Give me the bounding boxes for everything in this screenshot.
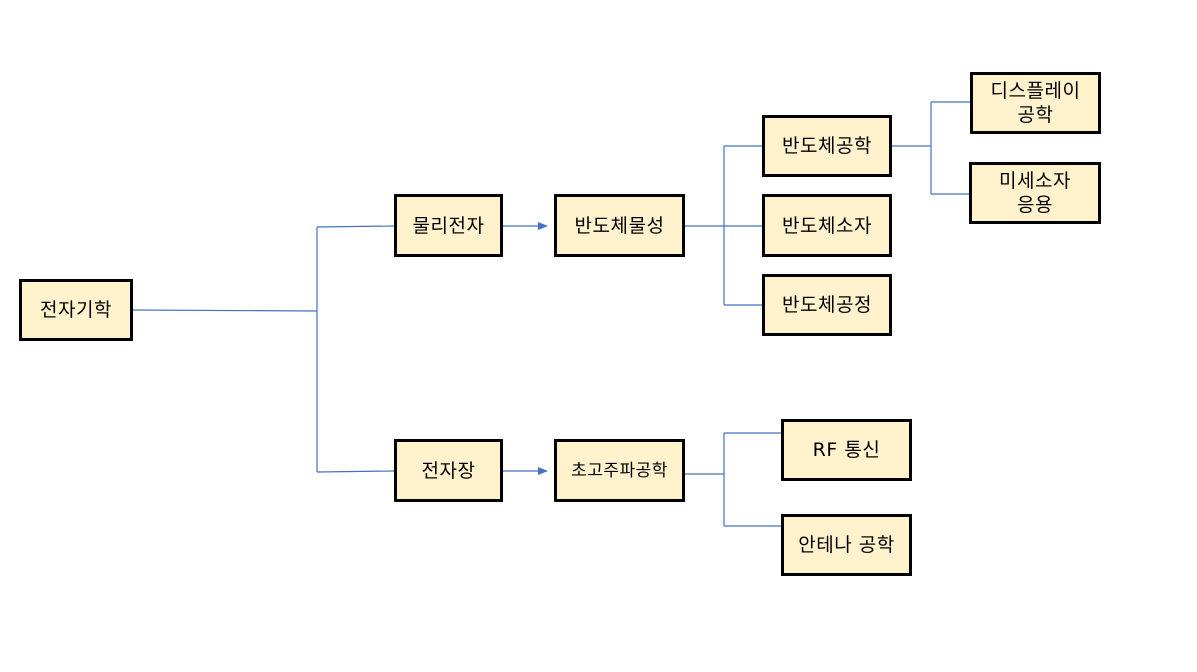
node-physical-electronics: 물리전자 bbox=[394, 194, 503, 257]
node-rf-communication: RF 통신 bbox=[781, 419, 912, 481]
node-display-engineering: 디스플레이 공학 bbox=[970, 72, 1101, 134]
node-antenna-engineering: 안테나 공학 bbox=[781, 514, 912, 576]
node-semiconductor-devices: 반도체소자 bbox=[762, 194, 892, 257]
connector-to-physical-electronics bbox=[316, 225, 395, 228]
connector-to-electromagnetic-fields bbox=[316, 470, 395, 473]
arrowhead-microwave bbox=[538, 467, 548, 475]
node-microwave-engineering: 초고주파공학 bbox=[554, 439, 685, 502]
node-semiconductor-physics: 반도체물성 bbox=[554, 194, 685, 257]
node-semiconductor-engineering: 반도체공학 bbox=[762, 115, 892, 177]
node-root: 전자기학 bbox=[19, 279, 133, 341]
node-microdevice-applications: 미세소자 응용 bbox=[969, 162, 1101, 224]
node-electromagnetic-fields: 전자장 bbox=[394, 439, 503, 502]
node-semiconductor-process: 반도체공정 bbox=[762, 274, 892, 336]
arrowhead-semiconductor-physics bbox=[538, 222, 548, 230]
connector-root-trunk bbox=[132, 309, 318, 312]
